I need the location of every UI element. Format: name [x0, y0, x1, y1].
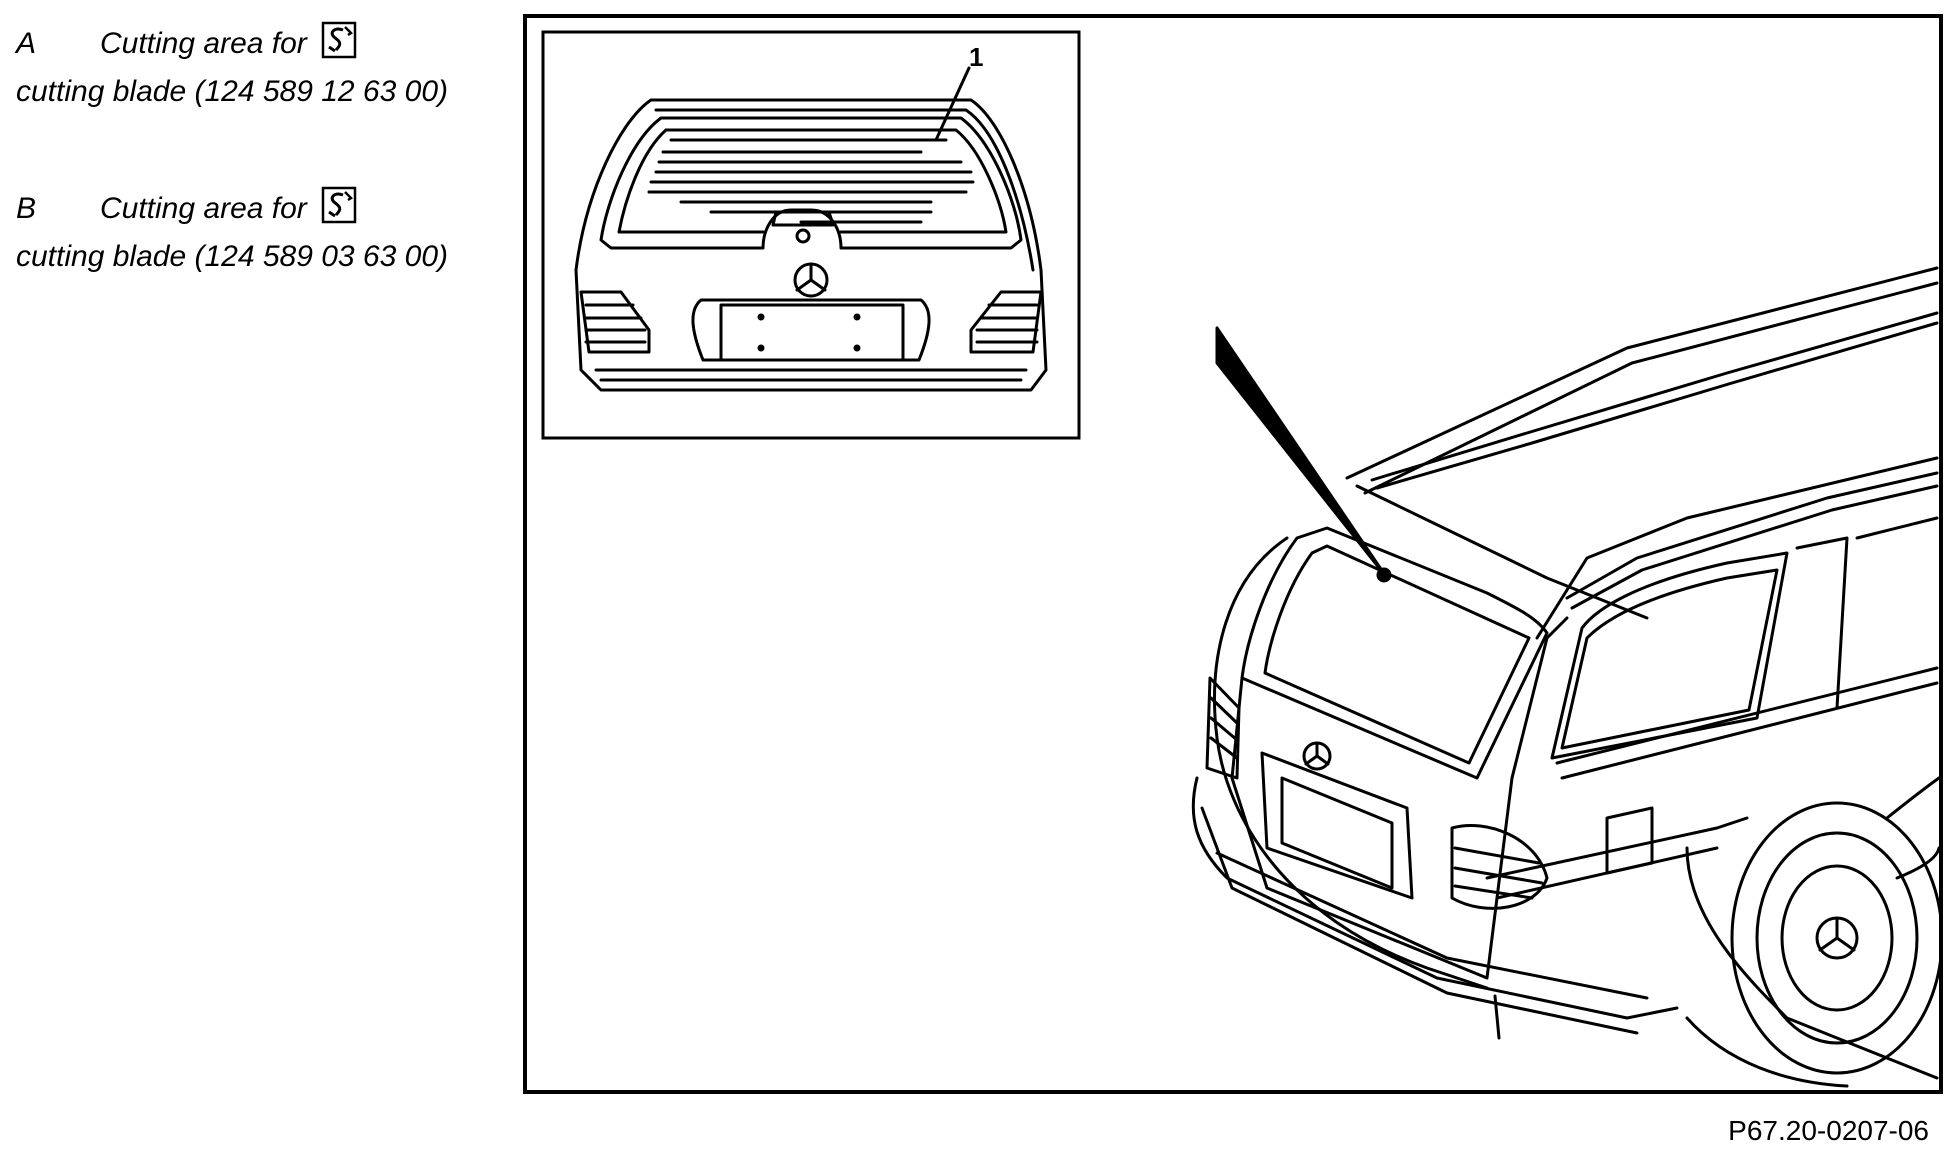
special-tool-icon — [321, 186, 357, 224]
car-roof — [1345, 266, 1939, 480]
roof-rail — [1370, 311, 1939, 482]
tailgate — [1213, 536, 1489, 990]
detail-pointer — [1215, 326, 1389, 580]
tail-light-left — [1205, 676, 1241, 780]
legend-letter-a: A — [16, 27, 37, 60]
callout-number: 1 — [969, 42, 983, 72]
car-side — [1535, 456, 1939, 640]
tail-light-right — [1450, 823, 1549, 910]
inset-license-plate — [719, 303, 905, 362]
legend-item-b: B Cutting area for cutting blade (124 589… — [16, 185, 516, 281]
figure-frame: 1 — [523, 14, 1943, 1094]
rear-window — [1240, 526, 1549, 780]
car-illustration — [1191, 266, 1939, 1088]
license-plate-recess — [1260, 751, 1414, 900]
legend-blade-a: cutting blade (124 589 12 63 00) — [16, 75, 448, 108]
inset-defroster-lines — [647, 138, 975, 224]
tailgate-detail-inset: 1 — [541, 30, 1081, 440]
license-plate — [1280, 776, 1394, 890]
inset-rear-window — [599, 116, 1023, 250]
inset-lock — [795, 228, 811, 244]
legend-item-a: A Cutting area for cutting blade (124 589… — [16, 20, 516, 116]
rear-wheel — [1730, 801, 1939, 1075]
legend-text-a: Cutting area for — [100, 27, 307, 60]
legend-blade-b: cutting blade (124 589 03 63 00) — [16, 240, 448, 273]
callout-leader — [934, 66, 971, 142]
rear-bumper — [1191, 776, 1679, 1020]
side-window — [1550, 551, 1789, 760]
legend-text-b: Cutting area for — [100, 192, 307, 225]
figure-code: P67.20-0207-06 — [1728, 1115, 1929, 1146]
special-tool-icon — [321, 21, 357, 59]
inset-tailgate-outline — [574, 98, 1048, 392]
legend-letter-b: B — [16, 192, 37, 225]
inset-plate-recess — [691, 298, 931, 362]
